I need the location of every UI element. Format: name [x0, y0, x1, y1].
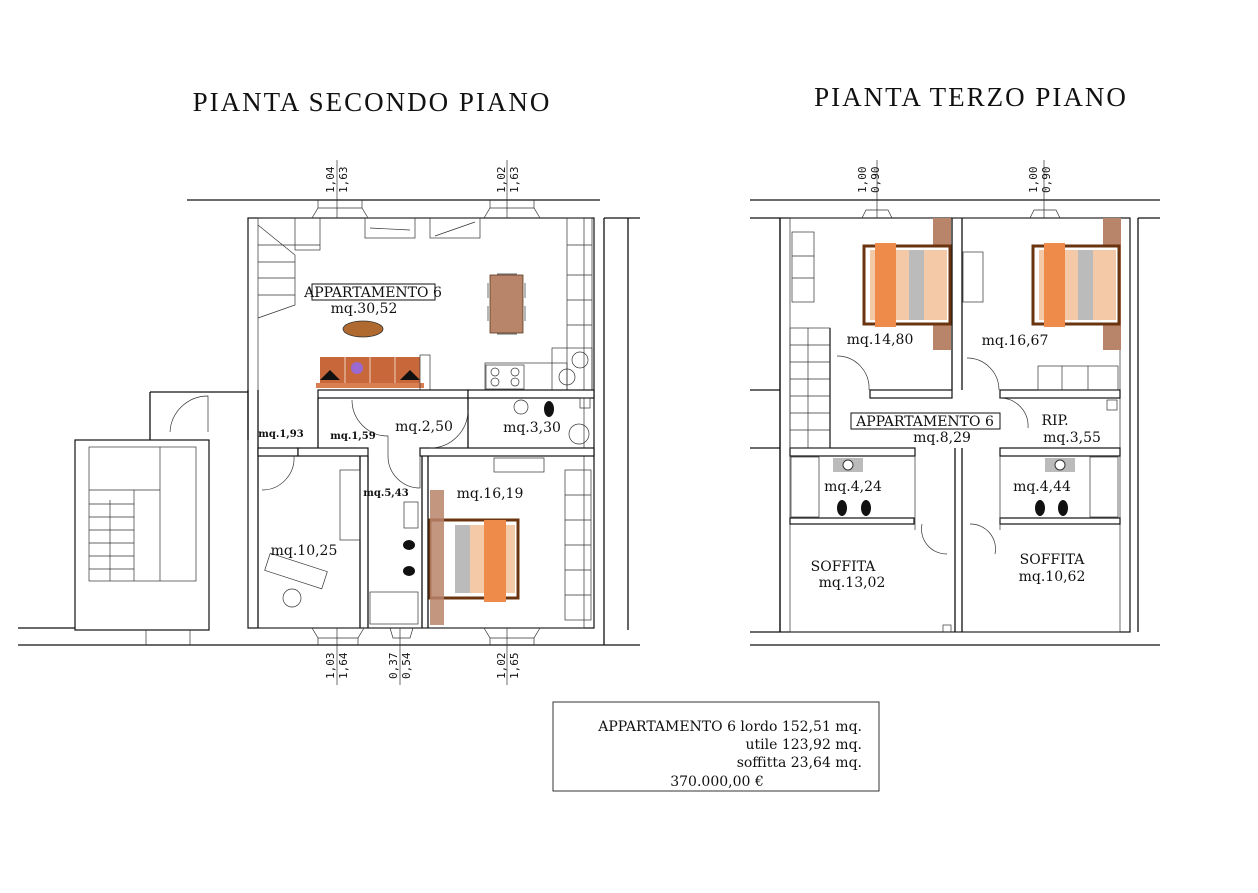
dim-bottom-right-2: 1,65 — [508, 653, 521, 680]
staircase-third — [789, 327, 831, 449]
dim-third-right-2: 0,90 — [1040, 167, 1053, 194]
dim-top-left-1: 1,04 — [324, 166, 337, 193]
dining-table — [487, 273, 526, 335]
room-name-attic-2: SOFFITA — [1020, 552, 1086, 568]
dim-bottom-right-1: 1,02 — [495, 653, 508, 680]
dim-third-left-1: 1,00 — [856, 167, 869, 194]
apartment-label-third: APPARTAMENTO 6 — [855, 414, 994, 430]
room-area-bath-1: mq.4,24 — [824, 479, 882, 495]
dim-bottom-mid-1: 0,37 — [387, 653, 400, 680]
room-area-attic-1: mq.13,02 — [819, 575, 886, 591]
summary-attic: soffitta 23,64 mq. — [737, 755, 862, 771]
second-floor-plan — [18, 160, 640, 685]
room-area-study: mq.10,25 — [271, 543, 338, 559]
room-name-storage: RIP. — [1041, 413, 1068, 429]
dim-bottom-left-1: 1,03 — [324, 653, 337, 680]
bed-third-floor-2 — [1031, 218, 1121, 350]
room-area-bath-2: mq.4,44 — [1013, 479, 1071, 495]
rug — [342, 320, 384, 338]
room-area-bath-small: mq.3,30 — [503, 420, 561, 436]
dim-third-left-2: 0,90 — [869, 167, 882, 194]
summary-box: APPARTAMENTO 6 lordo 152,51 mq. utile 12… — [552, 701, 880, 792]
dim-top-left-2: 1,63 — [337, 167, 350, 194]
bed-third-floor-1 — [862, 218, 952, 350]
dim-bottom-left-2: 1,64 — [337, 652, 350, 679]
room-area-bedroom-2: mq.16,67 — [982, 333, 1049, 349]
staircase-left — [89, 447, 161, 581]
apartment-label-box — [311, 283, 436, 301]
title-third-floor: PIANTA TERZO PIANO — [814, 82, 1128, 112]
summary-net: utile 123,92 mq. — [746, 737, 862, 753]
room-area-living: mq.30,52 — [331, 301, 398, 317]
room-area-bedroom: mq.16,19 — [457, 486, 524, 502]
title-second-floor: PIANTA SECONDO PIANO — [193, 87, 552, 117]
dim-top-right-1: 1,02 — [495, 167, 508, 194]
dim-top-right-2: 1,63 — [508, 167, 521, 194]
room-area-hall-small: mq.1,59 — [330, 431, 375, 442]
staircase-top — [257, 217, 321, 319]
summary-price: 370.000,00 € — [670, 774, 764, 790]
room-area-hall: mq.2,50 — [395, 419, 453, 435]
bed-second-floor — [428, 490, 520, 625]
room-area-attic-2: mq.10,62 — [1019, 569, 1086, 585]
sofa — [316, 357, 424, 388]
dim-bottom-mid-2: 0,54 — [400, 652, 413, 679]
room-area-storage: mq.3,55 — [1043, 430, 1101, 446]
room-area-hall-third: mq.8,29 — [913, 430, 971, 446]
apartment-label-box-third — [850, 412, 1001, 430]
room-area-closet: mq.1,93 — [258, 429, 303, 440]
apartment-label-second: APPARTAMENTO 6 — [303, 285, 442, 301]
room-name-attic-1: SOFFITA — [811, 559, 877, 575]
dim-third-right-1: 1,00 — [1027, 167, 1040, 194]
room-area-bedroom-1: mq.14,80 — [847, 332, 914, 348]
room-area-bath: mq.5,43 — [363, 488, 408, 499]
summary-gross: APPARTAMENTO 6 lordo 152,51 mq. — [597, 719, 862, 735]
